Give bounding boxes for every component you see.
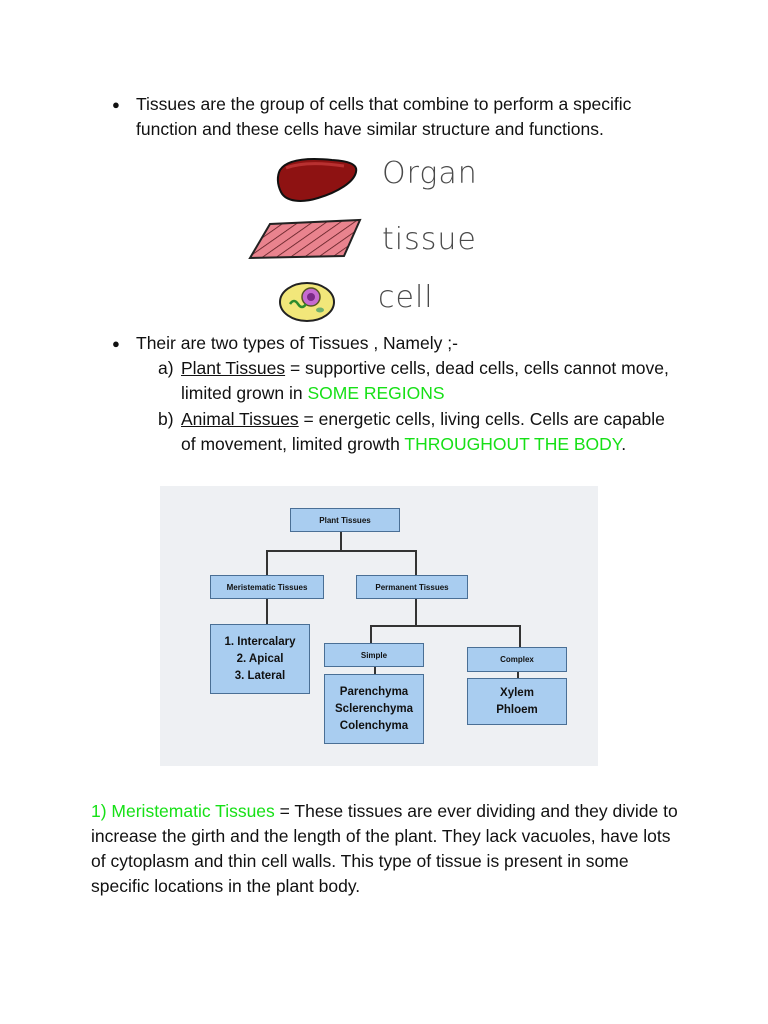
plant-tissues-highlight: SOME REGIONS <box>307 383 445 403</box>
list-marker-a: a) <box>158 358 174 378</box>
cell-label: cell <box>378 280 434 315</box>
connector-line <box>374 666 376 674</box>
simple-tissue: Sclerenchyma <box>335 702 413 715</box>
bullet-1-text: Tissues are the group of cells that comb… <box>136 94 632 139</box>
section-text: = These tissues are ever dividing and th… <box>91 801 678 896</box>
connector-line <box>266 599 268 624</box>
meristematic-paragraph: 1) Meristematic Tissues = These tissues … <box>91 799 681 899</box>
list-marker-b: b) <box>158 409 174 429</box>
connector-line <box>266 550 416 552</box>
simple-tissue: Parenchyma <box>339 685 409 698</box>
bullet-2-text: Their are two types of Tissues , Namely … <box>136 333 458 353</box>
simple-tissue: Colenchyma <box>339 719 409 732</box>
animal-tissues-end: . <box>621 434 627 454</box>
plant-tissues-item: Plant Tissues = supportive cells, dead c… <box>181 356 681 406</box>
complex-tissue: Phloem <box>496 703 538 716</box>
plant-tissues-term: Plant Tissues <box>181 358 286 378</box>
complex-box: Complex <box>467 647 567 672</box>
meristematic-tissues-box: Meristematic Tissues <box>210 575 324 599</box>
connector-line <box>266 550 268 575</box>
connector-line <box>415 550 417 575</box>
animal-tissues-item: Animal Tissues = energetic cells, living… <box>181 407 681 457</box>
plant-tissues-box: Plant Tissues <box>290 508 400 532</box>
bullet-marker: ● <box>112 97 120 112</box>
meristem-type: 3. Lateral <box>234 669 286 682</box>
plant-tissues-diagram: Plant Tissues Meristematic Tissues Perma… <box>160 486 598 766</box>
connector-line <box>415 599 417 625</box>
muscle-tissue-icon <box>248 218 362 260</box>
meristem-type: 1. Intercalary <box>224 635 296 648</box>
meristem-types-box: 1. Intercalary 2. Apical 3. Lateral <box>210 624 310 694</box>
cell-icon <box>279 282 335 322</box>
complex-tissues-box: Xylem Phloem <box>467 678 567 725</box>
meristem-type: 2. Apical <box>236 652 284 665</box>
complex-tissue: Xylem <box>500 686 534 699</box>
simple-box: Simple <box>324 643 424 667</box>
animal-tissues-term: Animal Tissues <box>181 409 299 429</box>
connector-line <box>370 625 372 643</box>
connector-line <box>517 672 519 678</box>
plant-tissues-desc: = supportive cells, dead cells, cells ca… <box>181 358 669 403</box>
animal-tissues-highlight: THROUGHOUT THE BODY <box>404 434 622 454</box>
tissue-label: tissue <box>382 222 477 257</box>
bullet-marker: ● <box>112 336 120 351</box>
permanent-tissues-box: Permanent Tissues <box>356 575 468 599</box>
connector-line <box>340 530 342 550</box>
animal-tissues-desc: = energetic cells, living cells. Cells a… <box>181 409 665 454</box>
simple-tissues-box: Parenchyma Sclerenchyma Colenchyma <box>324 674 424 744</box>
connector-line <box>370 625 520 627</box>
organ-liver-icon <box>276 158 358 202</box>
connector-line <box>519 625 521 647</box>
section-heading: 1) Meristematic Tissues <box>91 801 275 821</box>
organ-label: Organ <box>382 156 478 191</box>
